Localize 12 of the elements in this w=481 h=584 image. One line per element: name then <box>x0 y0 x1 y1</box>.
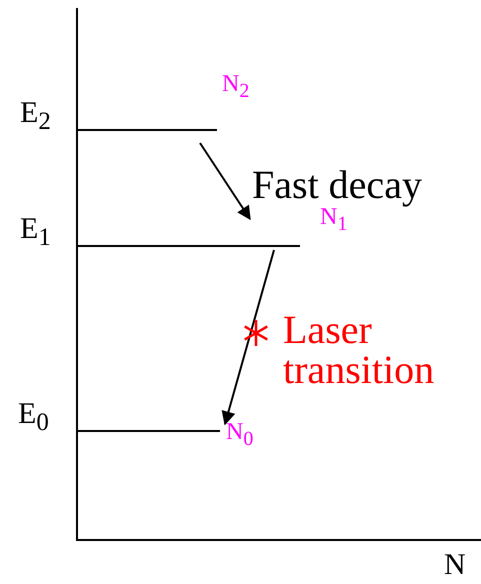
arrow <box>222 250 275 426</box>
population-label: N$_{1}$ <box>320 205 348 236</box>
energy-level <box>20 220 300 247</box>
energy-level <box>20 104 217 131</box>
level-label: E$_{1}$ <box>20 214 51 253</box>
arrow <box>199 142 251 220</box>
energy-level <box>18 405 220 432</box>
axis-label: N <box>444 550 466 580</box>
level-label: E$_{0}$ <box>18 399 49 438</box>
population-label: N$_{0}$ <box>226 420 254 451</box>
level-label: E$_{2}$ <box>20 98 51 137</box>
population-label: N$_{2}$ <box>222 72 250 103</box>
